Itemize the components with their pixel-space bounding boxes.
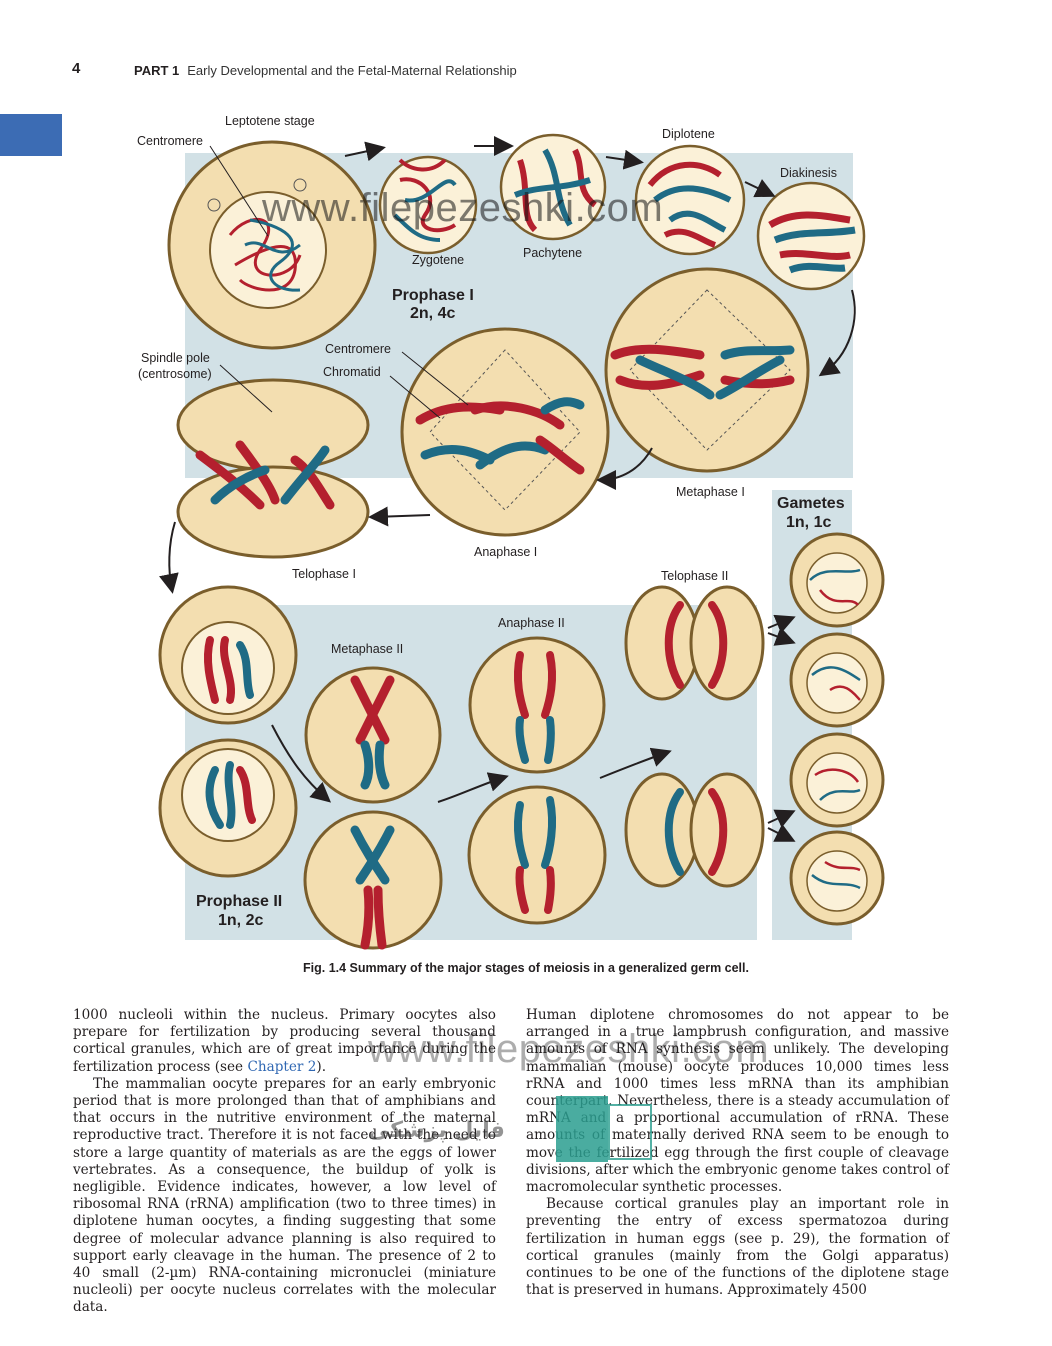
diplotene-cell (634, 144, 746, 256)
label-metaphase1: Metaphase I (676, 485, 745, 499)
label-diakinesis: Diakinesis (780, 166, 837, 180)
label-pachytene: Pachytene (523, 246, 582, 260)
label-telophase1: Telophase I (292, 567, 356, 581)
label-anaphase1: Anaphase I (474, 545, 537, 559)
running-head: PART 1 Early Developmental and the Fetal-… (134, 63, 517, 78)
left-paragraph-2: The mammalian oocyte prepares for an ear… (73, 1075, 496, 1316)
gamete-1 (789, 532, 885, 628)
prophase1-title: Prophase I (392, 287, 474, 304)
stage-arrows (159, 136, 856, 842)
anaphase1-cell (400, 327, 610, 537)
prophase1-ploidy: 2n, 4c (410, 305, 455, 322)
part-label: PART 1 (134, 63, 180, 78)
gametes-title: Gametes (777, 495, 845, 512)
telophase2-cell-bottom (624, 772, 765, 888)
watermark-logo (556, 1096, 652, 1162)
label-anaphase2: Anaphase II (498, 616, 565, 630)
label-centrosome: (centrosome) (138, 367, 212, 381)
diakinesis-cell (756, 181, 866, 291)
zygotene-cell (378, 155, 478, 255)
body-column-right: Human diplotene chromosomes do not appea… (526, 1007, 949, 1299)
body-column-left: 1000 nucleoli within the nucleus. Primar… (73, 1007, 496, 1317)
pachytene-cell (499, 133, 607, 241)
anaphase2-cell-top (468, 636, 606, 774)
prophase2-ploidy: 1n, 2c (218, 912, 263, 929)
gamete-2 (789, 632, 885, 728)
part-title: Early Developmental and the Fetal-Matern… (187, 63, 517, 78)
leptotene-cell (167, 140, 377, 350)
meiosis-figure: Leptotene stage Centromere Zygotene Pach… (137, 114, 885, 950)
metaphase2-cell-bottom (303, 810, 443, 950)
page-number: 4 (72, 60, 81, 77)
label-centromere-top: Centromere (137, 134, 203, 148)
anaphase2-cell-bottom (467, 785, 607, 925)
label-spindle-pole: Spindle pole (141, 351, 210, 365)
gamete-4 (789, 830, 885, 926)
gametes-ploidy: 1n, 1c (786, 514, 831, 531)
prophase2-title: Prophase II (196, 893, 282, 910)
leader-lines (209, 145, 469, 419)
chapter-tab (0, 114, 62, 156)
label-telophase2: Telophase II (661, 569, 728, 583)
label-zygotene: Zygotene (412, 253, 464, 267)
telophase1-cell (176, 378, 370, 559)
watermark-url-bottom: www.filepezeshki.com (368, 1027, 770, 1071)
right-paragraph-2: Because cortical granules play an import… (526, 1196, 949, 1299)
label-metaphase2: Metaphase II (331, 642, 403, 656)
watermark-url-top: www.filepezeshki.com (262, 186, 664, 230)
metaphase2-cell-top (304, 666, 442, 804)
figure-caption: Fig. 1.4 Summary of the major stages of … (303, 961, 749, 975)
telophase2-cell-top (624, 585, 765, 701)
right-paragraph-1: Human diplotene chromosomes do not appea… (526, 1007, 949, 1196)
gamete-3 (789, 732, 885, 828)
left-paragraph-1: 1000 nucleoli within the nucleus. Primar… (73, 1007, 496, 1075)
label-centromere-mid: Centromere (325, 342, 391, 356)
prophase2-cell-bottom (158, 738, 298, 878)
watermark-brand: فایل پزشکی (368, 1118, 505, 1143)
label-chromatid: Chromatid (323, 365, 381, 379)
label-diplotene: Diplotene (662, 127, 715, 141)
chapter-link[interactable]: Chapter 2 (247, 1058, 317, 1075)
prophase2-cell-top (158, 585, 298, 725)
label-leptotene: Leptotene stage (225, 114, 315, 128)
metaphase1-cell (604, 267, 810, 473)
